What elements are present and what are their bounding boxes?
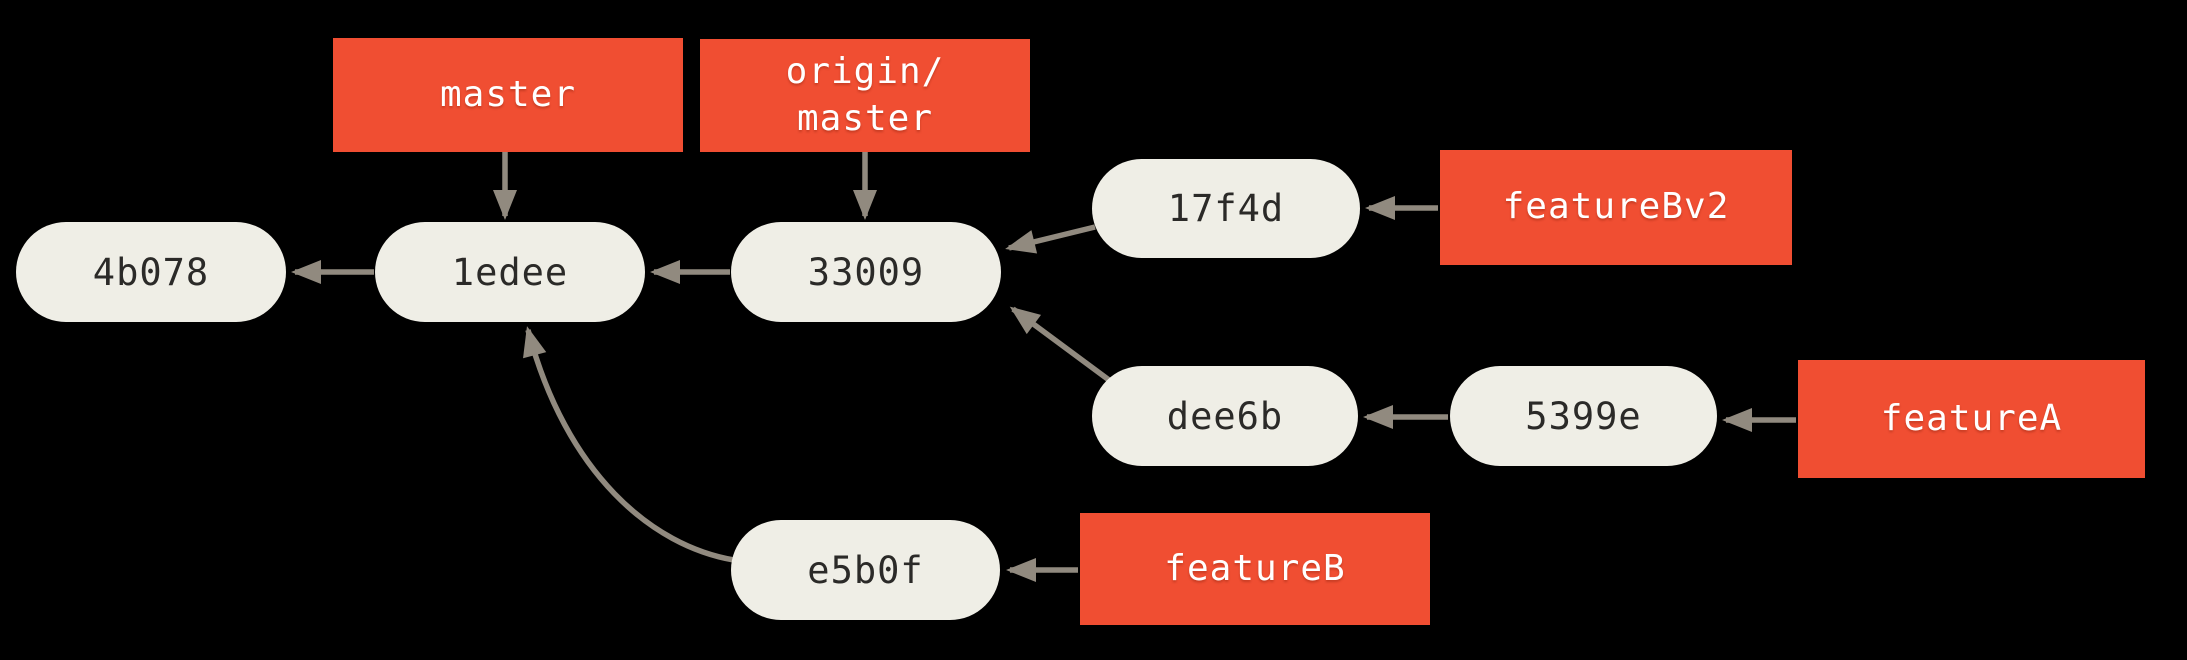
commit-node-4b078: 4b078 <box>16 222 286 322</box>
branch-label-origin-master-line1: origin/ <box>785 50 945 92</box>
commit-node-33009: 33009 <box>731 222 1001 322</box>
branch-label-featureA-text: featureA <box>1880 397 2063 439</box>
commit-node-4b078-text: 4b078 <box>92 250 210 294</box>
commit-node-17f4d: 17f4d <box>1092 159 1360 258</box>
branch-label-featureB-text: featureB <box>1164 547 1346 589</box>
commit-node-17f4d-text: 17f4d <box>1167 187 1285 230</box>
edge-17f4d-to-33009 <box>1005 224 1096 254</box>
commit-node-5399e-text: 5399e <box>1525 394 1642 438</box>
branch-label-featureA: featureA <box>1798 360 2145 478</box>
commit-node-33009-text: 33009 <box>807 250 925 294</box>
branch-label-master: master <box>333 38 683 152</box>
commit-node-e5b0f-text: e5b0f <box>807 548 924 592</box>
branch-label-master-text: master <box>439 73 577 115</box>
branch-label-origin-master: origin/ master <box>700 39 1030 152</box>
branch-label-featureB: featureB <box>1080 513 1430 625</box>
branch-label-origin-master-line2: master <box>796 97 934 139</box>
branch-label-featureBv2-text: featureBv2 <box>1502 186 1730 228</box>
branch-label-featureBv2: featureBv2 <box>1440 150 1792 265</box>
commit-node-1edee-text: 1edee <box>451 250 569 294</box>
commit-node-1edee: 1edee <box>375 222 645 322</box>
commit-node-dee6b-text: dee6b <box>1166 394 1284 438</box>
edge-dee6b-to-33009 <box>1009 306 1115 386</box>
commit-node-e5b0f: e5b0f <box>731 520 1000 620</box>
edge-e5b0f-to-1edee <box>523 326 735 563</box>
commit-node-5399e: 5399e <box>1450 366 1717 466</box>
commit-node-dee6b: dee6b <box>1092 366 1358 466</box>
